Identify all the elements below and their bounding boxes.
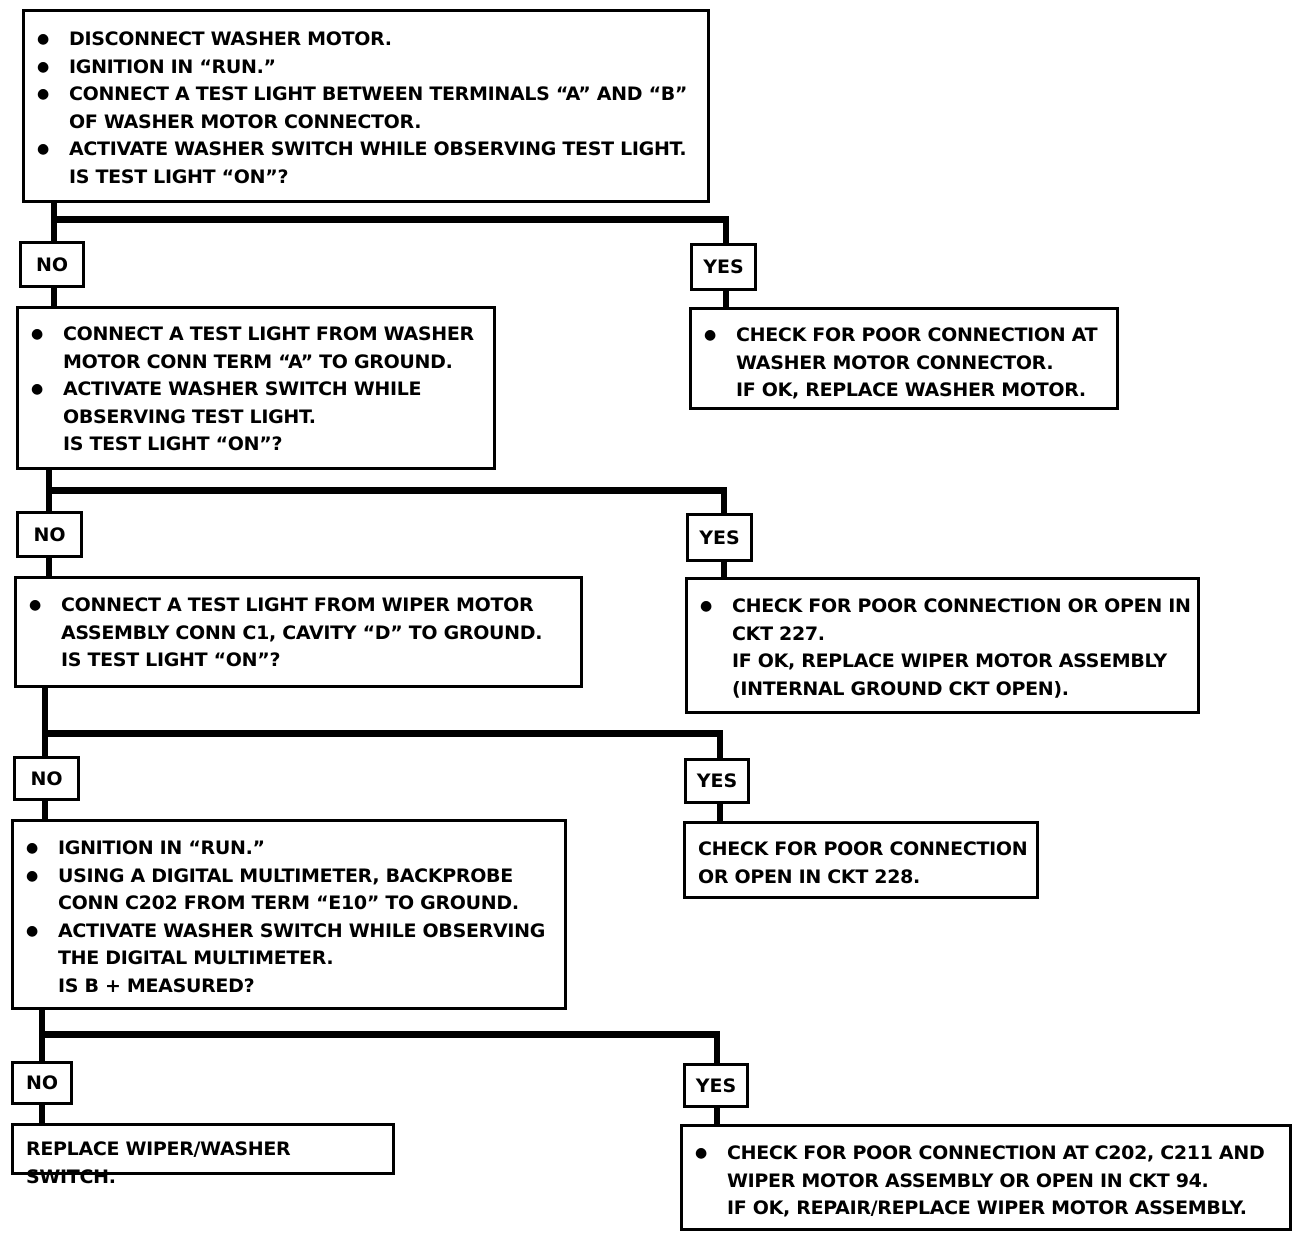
step1-bullet: ACTIVATE WASHER SWITCH WHILE OBSERVING T… [31,136,701,191]
step4-bullet: ACTIVATE WASHER SWITCH WHILE OBSERVING T… [20,918,558,1001]
step3-yes-result: CHECK FOR POOR CONNECTION OR OPEN IN CKT… [683,821,1039,899]
step2-bullet: ACTIVATE WASHER SWITCH WHILE OBSERVING T… [25,376,487,459]
connector-line [42,799,48,821]
connector-line [39,1103,45,1125]
step2-yes-label: YES [686,513,753,562]
step4-yes-label: YES [683,1063,749,1108]
step3-yes-text: CHECK FOR POOR CONNECTION OR OPEN IN CKT… [698,838,1028,888]
connector-line [714,1106,720,1126]
connector-line [51,286,57,308]
connector-line [723,289,729,309]
step2-yes-bullet: CHECK FOR POOR CONNECTION OR OPEN IN CKT… [694,593,1191,703]
step4-no-text: REPLACE WIPER/WASHER SWITCH. [26,1138,291,1188]
step1-bullet: CONNECT A TEST LIGHT BETWEEN TERMINALS “… [31,81,701,136]
step3-bullet: CONNECT A TEST LIGHT FROM WIPER MOTOR AS… [23,592,574,675]
step4-yes-result: CHECK FOR POOR CONNECTION AT C202, C211 … [680,1124,1292,1231]
connector-line [39,1031,720,1038]
step1-box: DISCONNECT WASHER MOTOR. IGNITION IN “RU… [22,9,710,203]
step2-box: CONNECT A TEST LIGHT FROM WASHER MOTOR C… [16,306,496,470]
step4-no-result: REPLACE WIPER/WASHER SWITCH. [11,1123,395,1188]
step1-yes-result: CHECK FOR POOR CONNECTION AT WASHER MOTO… [689,307,1119,410]
connector-line [42,686,48,758]
connector-line [723,216,729,244]
connector-line [714,1031,720,1065]
step3-no-label: NO [13,756,80,801]
step2-no-label: NO [16,511,83,558]
connector-line [46,487,727,494]
step4-box: IGNITION IN “RUN.” USING A DIGITAL MULTI… [11,819,567,1010]
connector-line [51,216,729,223]
connector-line [42,730,723,737]
connector-line [721,487,727,515]
connector-line [721,560,727,580]
step1-bullet: IGNITION IN “RUN.” [31,54,701,82]
step4-bullet: USING A DIGITAL MULTIMETER, BACKPROBE CO… [20,863,558,918]
step1-no-label: NO [19,241,85,288]
step4-no-label: NO [11,1061,73,1105]
step1-yes-label: YES [690,243,757,291]
step4-yes-bullet: CHECK FOR POOR CONNECTION AT C202, C211 … [689,1140,1283,1223]
step3-box: CONNECT A TEST LIGHT FROM WIPER MOTOR AS… [14,576,583,688]
step2-bullet: CONNECT A TEST LIGHT FROM WASHER MOTOR C… [25,321,487,376]
connector-line [717,730,723,760]
step3-yes-label: YES [684,758,750,804]
step1-bullet: DISCONNECT WASHER MOTOR. [31,26,701,54]
step4-bullet: IGNITION IN “RUN.” [20,835,558,863]
connector-line [46,556,52,578]
step1-yes-bullet: CHECK FOR POOR CONNECTION AT WASHER MOTO… [698,322,1110,405]
step2-yes-result: CHECK FOR POOR CONNECTION OR OPEN IN CKT… [685,577,1200,714]
connector-line [717,802,723,824]
